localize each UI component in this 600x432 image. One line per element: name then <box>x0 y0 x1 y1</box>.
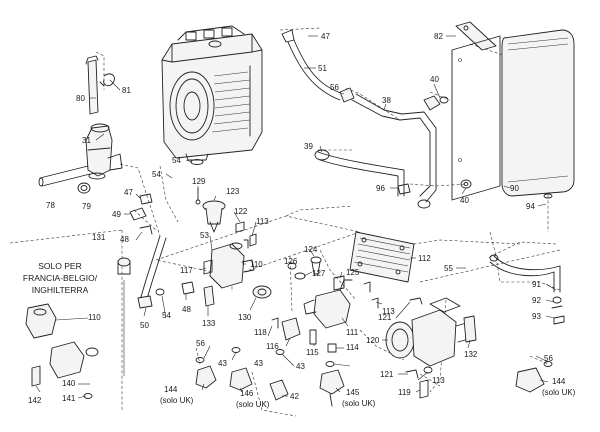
uk-note-line-2: FRANCIA-BELGIO/ <box>23 273 98 283</box>
callout-54: 54 <box>152 170 161 179</box>
plate-heat-exchanger <box>349 231 415 283</box>
callout-117: 117 <box>180 266 193 275</box>
uk-only-tag-146: (solo UK) <box>236 400 270 409</box>
callout-115: 115 <box>306 348 319 357</box>
callout-126: 126 <box>284 257 298 266</box>
callout-113: 113 <box>382 307 395 316</box>
callout-50: 50 <box>140 321 149 330</box>
callout-113: 113 <box>432 376 445 385</box>
callout-78: 78 <box>46 201 55 210</box>
uk-note-line-3: INGHILTERRA <box>32 285 89 295</box>
callout-142: 142 <box>28 396 42 405</box>
callout-43: 43 <box>218 359 227 368</box>
callout-131: 131 <box>92 233 106 242</box>
callout-91: 91 <box>532 280 541 289</box>
callout-56: 56 <box>330 83 339 92</box>
callout-121: 121 <box>380 370 394 379</box>
callout-54: 54 <box>172 156 181 165</box>
leader-lines <box>35 35 557 399</box>
callout-113: 113 <box>256 217 269 226</box>
flexible-pipe <box>489 254 565 325</box>
callout-51: 51 <box>318 64 327 73</box>
callout-144: 144 <box>552 377 566 386</box>
callout-122: 122 <box>234 207 248 216</box>
callout-79: 79 <box>82 202 91 211</box>
callout-40: 40 <box>460 196 469 205</box>
callout-110: 110 <box>88 313 101 322</box>
callout-132: 132 <box>464 350 478 359</box>
heat-exchanger <box>161 25 263 165</box>
callout-116: 116 <box>266 342 279 351</box>
callout-124: 124 <box>304 245 318 254</box>
callout-81: 81 <box>122 86 131 95</box>
callout-53: 53 <box>200 231 209 240</box>
uk-only-tag-144: (solo UK) <box>160 396 194 405</box>
callout-119: 119 <box>398 388 411 397</box>
callout-80: 80 <box>76 94 85 103</box>
callout-140: 140 <box>62 379 76 388</box>
callout-96: 96 <box>376 184 385 193</box>
hydraulic-group <box>129 187 257 309</box>
callout-110: 110 <box>250 260 263 269</box>
callout-54: 54 <box>162 311 171 320</box>
uk-only-tag-144: (solo UK) <box>542 388 576 397</box>
callout-43: 43 <box>254 359 263 368</box>
callout-31: 31 <box>82 136 91 145</box>
callout-39: 39 <box>304 142 313 151</box>
callout-90: 90 <box>510 184 519 193</box>
callout-129: 129 <box>192 177 206 186</box>
callout-56: 56 <box>544 354 553 363</box>
uk-only-valves <box>25 257 553 407</box>
callout-47: 47 <box>124 188 133 197</box>
circulation-pump <box>385 297 477 399</box>
callout-47: 47 <box>321 32 330 41</box>
callout-111: 111 <box>346 328 359 337</box>
callout-118: 118 <box>254 328 267 337</box>
callout-133: 133 <box>202 319 216 328</box>
callout-130: 130 <box>238 313 252 322</box>
callout-112: 112 <box>418 254 431 263</box>
uk-note-line-1: SOLO PER <box>38 261 81 271</box>
callout-146: 146 <box>240 389 254 398</box>
callout-55: 55 <box>444 264 453 273</box>
callout-43: 43 <box>296 362 305 371</box>
callout-94: 94 <box>526 202 535 211</box>
callout-labels: 47 51 82 80 81 56 38 40 31 39 54 96 40 9… <box>28 32 576 409</box>
center-fittings <box>231 256 379 367</box>
callout-123: 123 <box>226 187 240 196</box>
callout-82: 82 <box>434 32 443 41</box>
callout-145: 145 <box>346 388 360 397</box>
callout-42: 42 <box>290 392 299 401</box>
callout-114: 114 <box>346 343 359 352</box>
callout-38: 38 <box>382 96 391 105</box>
callout-141: 141 <box>62 394 76 403</box>
callout-121: 121 <box>378 313 392 322</box>
uk-only-tag-145: (solo UK) <box>342 399 376 408</box>
callout-56: 56 <box>196 339 205 348</box>
callout-127: 127 <box>312 269 326 278</box>
callout-144: 144 <box>164 385 178 394</box>
callout-92: 92 <box>532 296 541 305</box>
callout-93: 93 <box>532 312 541 321</box>
callout-125: 125 <box>346 268 360 277</box>
callout-120: 120 <box>366 336 380 345</box>
callout-49: 49 <box>112 210 121 219</box>
uk-only-note: SOLO PER FRANCIA-BELGIO/ INGHILTERRA <box>23 261 98 295</box>
callout-48: 48 <box>120 235 129 244</box>
callout-40: 40 <box>430 75 439 84</box>
expansion-vessel <box>451 21 575 201</box>
siphon-group <box>38 55 123 194</box>
callout-48: 48 <box>182 305 191 314</box>
flow-pipes-top <box>281 29 472 209</box>
